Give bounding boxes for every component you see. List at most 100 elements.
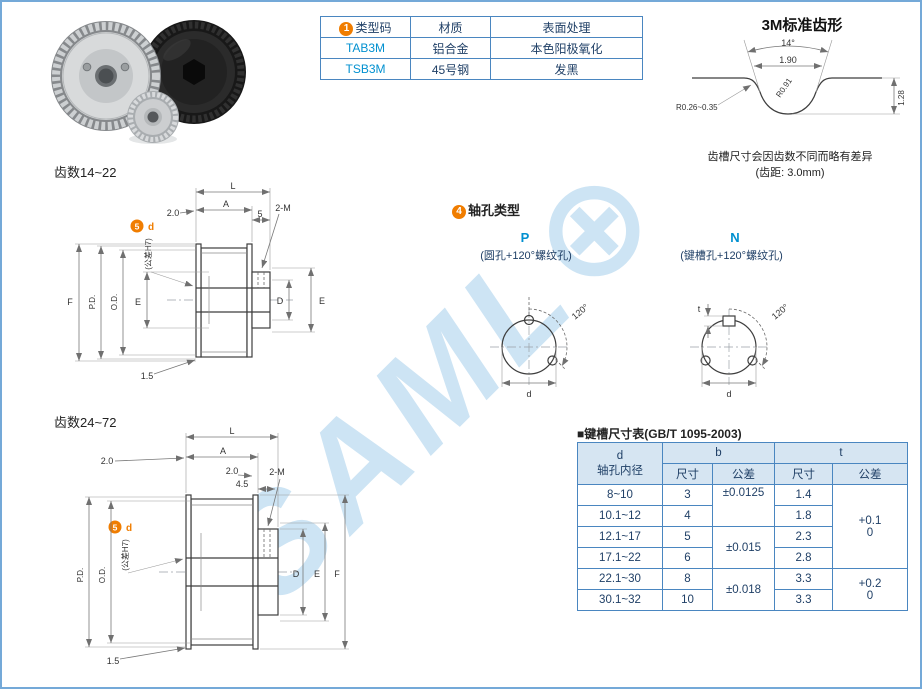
keyway-col-b: b: [662, 442, 775, 464]
dim-r-small: R0.26~0.35: [676, 103, 718, 112]
badge-5: [130, 219, 144, 233]
pulley-small: [127, 91, 179, 144]
keyway-t-size: 1.8: [774, 505, 833, 527]
tooth-profile-title: 3M标准齿形: [761, 17, 843, 34]
dim-depth: 1.28: [897, 90, 906, 106]
keyway-t-tol-lower: 0: [866, 526, 874, 539]
dim-A: A: [223, 199, 229, 209]
keyway-slot: [722, 315, 736, 327]
flange-left: [185, 494, 192, 650]
keyway-d-range: 30.1~32: [577, 589, 663, 611]
shaft-type-p-label: P: [520, 230, 530, 245]
dim-d-n: d: [726, 389, 731, 399]
tooth-note-2: (齿距: 3.0mm): [755, 167, 825, 179]
badge-1: 1: [339, 21, 354, 36]
product-photo: [51, 20, 246, 144]
flange-right: [252, 494, 259, 650]
hub-section: [257, 528, 279, 616]
keyway-b-size: 8: [662, 568, 713, 590]
dim-D-right: D: [277, 296, 284, 306]
spec-code: TSB3M: [320, 58, 411, 80]
keyway-d-range: 10.1~12: [577, 505, 663, 527]
dim-2M: 2-M: [269, 467, 285, 477]
dim-E-left: E: [135, 297, 141, 307]
spec-surface: 发黑: [490, 58, 643, 80]
spec-col-type-label: 类型码: [355, 20, 392, 35]
dim-2M: 2-M: [275, 203, 291, 213]
keyway-b-size: 10: [662, 589, 713, 611]
spec-material: 45号钢: [410, 58, 491, 80]
keyway-row: 17.1~22 6 2.8: [577, 547, 908, 569]
shaft-type-n-label: N: [730, 230, 740, 245]
spec-row: TAB3M 铝合金 本色阳极氧化: [320, 37, 643, 59]
spec-col-material: 材质: [410, 16, 491, 38]
keyway-b-tol: ±0.018: [712, 568, 775, 611]
spec-surface: 本色阳极氧化: [490, 37, 643, 59]
tooth-profile-diagram: 14° 1.90 R0.26~0.35 R0.91 1.28: [676, 38, 906, 115]
bore-tolerance: (公差H7): [120, 539, 130, 571]
flange-left: [195, 243, 202, 358]
keyway-t-size-header: 尺寸: [774, 463, 833, 485]
keyway-col-d: d 轴孔内径: [577, 442, 663, 485]
dim-2-0-left: 2.0: [101, 456, 114, 466]
shaft-hole-diagrams: 120° d t 120° d: [490, 297, 791, 399]
dim-2-0-right: 2.0: [226, 466, 239, 476]
dim-E-right: E: [319, 296, 325, 306]
keyway-d-range: 22.1~30: [577, 568, 663, 590]
dim-PD: P.D.: [76, 568, 85, 583]
tooth-outline: [692, 77, 882, 115]
keyway-d-range: 8~10: [577, 484, 663, 506]
dim-D: D: [293, 569, 300, 579]
dim-120-n: 120°: [770, 302, 791, 322]
keyway-b-size: 4: [662, 505, 713, 527]
dim-L: L: [230, 181, 235, 191]
drawing-teeth-24-72: L A 2.0 2.0 4.5 2-M 5 d (公差H7) P.D. O.D.…: [76, 427, 349, 666]
keyway-t-size: 2.8: [774, 547, 833, 569]
keyway-b-size: 5: [662, 526, 713, 548]
drawing-teeth-14-22: L A 2.0 5 2-M 5 d (公差H7) F P.D. O.D. E: [67, 181, 325, 381]
tooth-note-1: 齿槽尺寸会因齿数不同而略有差异: [707, 151, 873, 163]
shaft-type-p-desc: (圆孔+120°螺纹孔): [480, 250, 572, 262]
keyway-header-row-1: d 轴孔内径 b t: [577, 442, 909, 485]
dim-2-0: 2.0: [167, 208, 180, 218]
dim-120-p: 120°: [570, 302, 591, 322]
dim-A: A: [220, 446, 226, 456]
dim-5: 5: [257, 209, 262, 219]
pulley-body-section: [200, 247, 248, 358]
badge-5-number: 5: [113, 523, 118, 533]
dim-OD: O.D.: [110, 294, 119, 310]
drawing2-title: 齿数24~72: [54, 415, 117, 430]
keyway-d-range: 12.1~17: [577, 526, 663, 548]
dim-top-width: 1.90: [779, 55, 797, 65]
flange-right: [246, 243, 253, 358]
badge-4: 4: [452, 205, 466, 219]
keyway-t-size: 1.4: [774, 484, 833, 506]
keyway-t-tol: +0.1 0: [831, 484, 909, 569]
dim-F: F: [67, 297, 73, 307]
keyway-d-range: 17.1~22: [577, 547, 663, 569]
keyway-col-d-top: d: [616, 449, 624, 462]
keyway-b-tol: ±0.015: [712, 526, 775, 569]
dim-OD: O.D.: [98, 567, 107, 583]
spec-col-surface: 表面处理: [490, 16, 643, 38]
spec-code: TAB3M: [320, 37, 411, 59]
pulley-body-section: [190, 498, 254, 646]
keyway-t-tol-upper: +0.2: [858, 577, 882, 590]
keyway-t-tol-lower: 0: [866, 589, 874, 602]
keyway-table: d 轴孔内径 b t 尺寸 公差 尺寸 公差 8~10 3 ±0.0125 1.…: [577, 442, 909, 611]
drawing1-title: 齿数14~22: [54, 165, 117, 180]
keyway-t-size: 3.3: [774, 589, 833, 611]
keyway-col-d-sub: 轴孔内径: [597, 464, 643, 477]
bore-d-label: d: [148, 222, 154, 233]
dim-4-5: 4.5: [236, 479, 249, 489]
bore-d-label: d: [126, 523, 132, 534]
dim-L: L: [229, 427, 234, 436]
keyway-col-t: t: [773, 442, 909, 464]
shaft-title-label: 轴孔类型: [468, 203, 521, 218]
keyway-b-tol-header: 公差: [712, 463, 775, 485]
